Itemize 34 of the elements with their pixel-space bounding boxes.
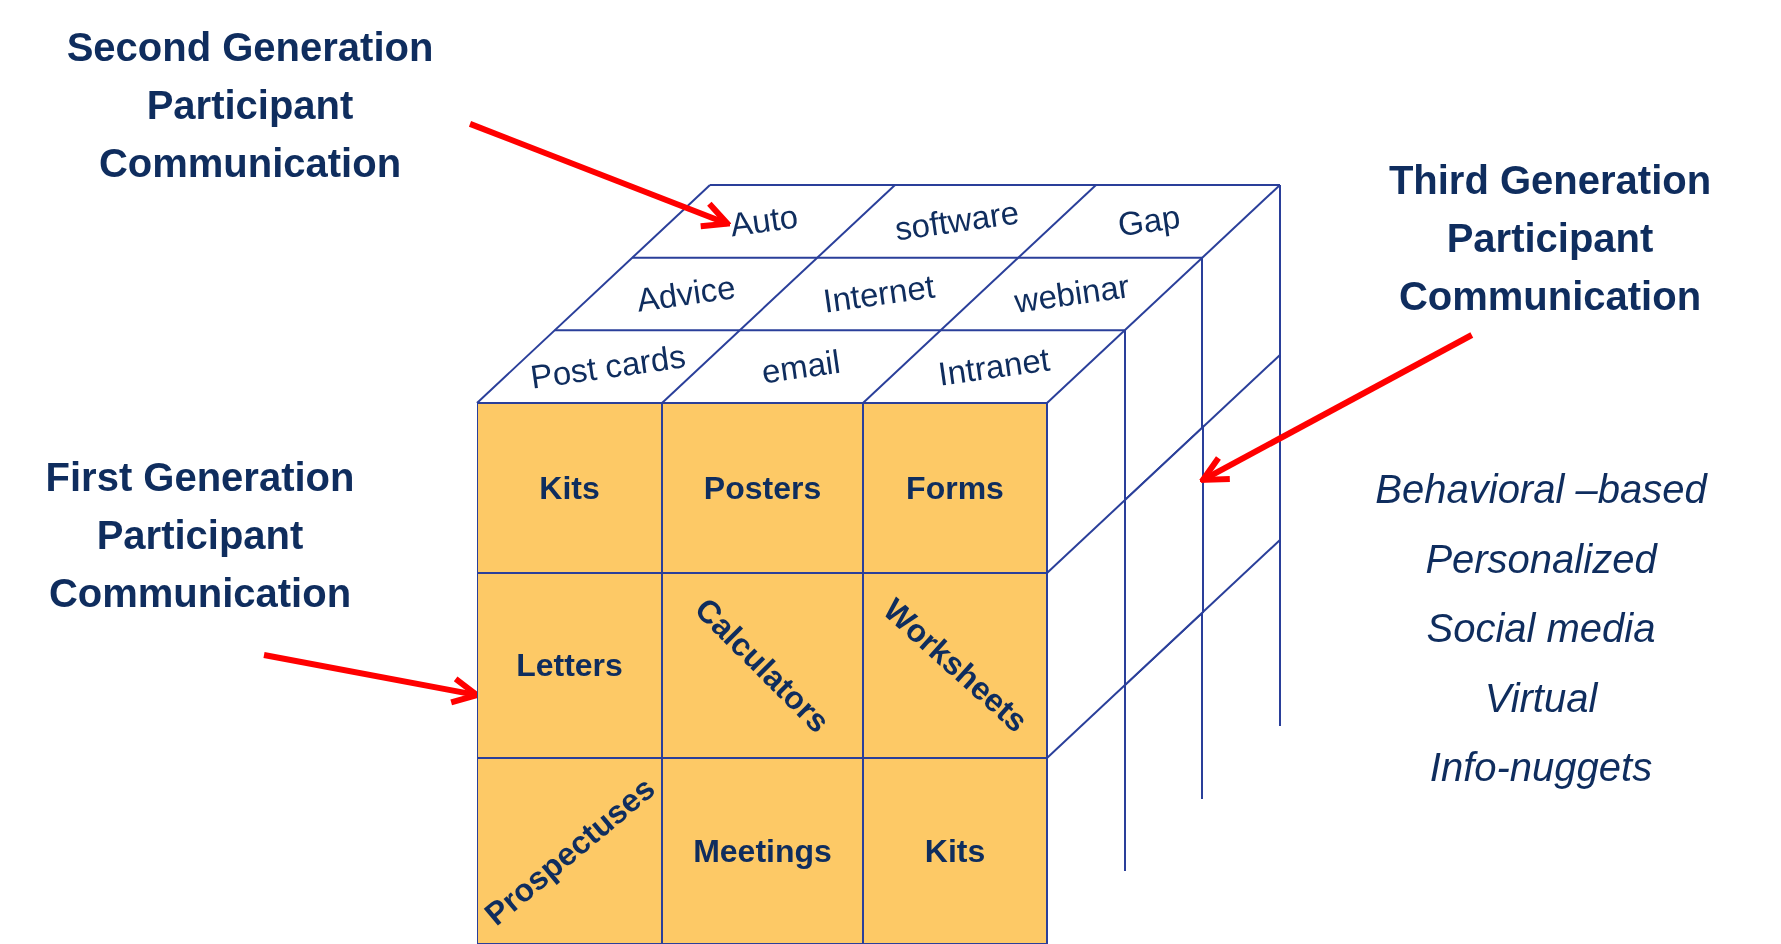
- feature-text: Virtual: [1484, 675, 1598, 721]
- cell-label: Kits: [539, 469, 600, 507]
- grid-cell: [863, 573, 1047, 758]
- feature-text: Info-nuggets: [1429, 745, 1653, 790]
- cell-label: Auto: [727, 197, 800, 245]
- cell-label: Meetings: [693, 832, 832, 870]
- cell-label: Letters: [516, 647, 623, 684]
- callout-text: Second Generation Participant Communication: [30, 0, 470, 210]
- arrow: [1200, 332, 1474, 483]
- grid-cell: [863, 403, 1047, 573]
- grid-cell: [662, 403, 863, 573]
- feature-text: Behavioral –based: [1375, 467, 1707, 512]
- cell-label: Post cards: [528, 337, 689, 397]
- arrow: [263, 652, 480, 706]
- feature-text: Personalized: [1425, 536, 1657, 582]
- cell-label: Posters: [703, 469, 822, 507]
- grid-cell: [662, 758, 863, 944]
- feature-text: Social media: [1426, 606, 1656, 651]
- grid-cell: [662, 573, 863, 758]
- cell-label: Kits: [924, 832, 986, 870]
- arrow: [468, 121, 731, 230]
- callout-text: First Generation Participant Communication: [0, 415, 400, 655]
- cell-label: Internet: [820, 267, 938, 321]
- callout-text: Third Generation Participant Communication: [1320, 140, 1780, 335]
- cell-label: Intranet: [935, 340, 1052, 394]
- cell-label: email: [759, 342, 843, 391]
- cell-label: software: [892, 193, 1022, 249]
- cell-label: Forms: [906, 469, 1004, 507]
- cell-label: Gap: [1115, 198, 1183, 245]
- grid-cell: [863, 758, 1047, 944]
- cell-label: Advice: [634, 268, 738, 320]
- grid-cell: [477, 573, 662, 758]
- cell-label: webinar: [1011, 267, 1132, 321]
- grid-cell: [477, 403, 662, 573]
